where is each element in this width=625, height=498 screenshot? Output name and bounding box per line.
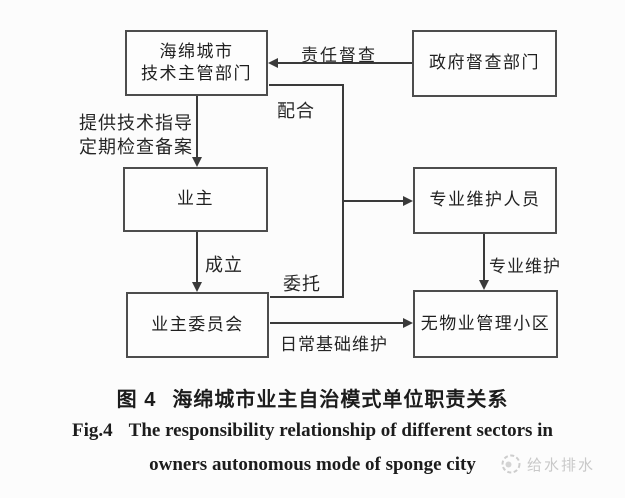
arrow-to-pro-maintainer-line: [344, 200, 404, 202]
box-professional-maintenance-staff: 专业维护人员: [413, 167, 557, 234]
figure-title-en-line2: owners autonomous mode of sponge city: [149, 454, 476, 475]
box-pro-maintainer-label: 专业维护人员: [429, 190, 541, 210]
label-cooperate: 配合: [277, 101, 315, 121]
arrow-duty-supervision-head: [268, 58, 278, 68]
figure-number-zh: 图 4: [116, 389, 157, 411]
box-owners-committee-label: 业主委员会: [151, 314, 244, 334]
box-tech-dept-line1: 海绵城市: [159, 41, 234, 61]
arrow-establish-head: [192, 282, 202, 292]
connector-cooperate-horizontal: [269, 84, 344, 86]
arrow-pro-maintenance-head: [479, 280, 489, 290]
figure-caption-zh: 图 4 海绵城市业主自治模式单位职责关系: [0, 383, 625, 412]
box-sponge-city-tech-dept: 海绵城市 技术主管部门: [125, 30, 268, 96]
box-owner-label: 业主: [177, 189, 214, 209]
box-government-supervision-dept: 政府督查部门: [412, 30, 557, 97]
arrow-duty-supervision-line: [270, 62, 412, 64]
arrow-tech-guidance-head: [192, 157, 202, 167]
box-no-property-management-community: 无物业管理小区: [413, 290, 558, 358]
label-pro-maintenance: 专业维护: [489, 257, 561, 276]
journal-watermark: 给水排水: [500, 453, 595, 475]
arrow-establish-line: [196, 232, 198, 283]
arrow-to-pro-maintainer-head: [403, 196, 413, 206]
label-tech-guidance-line1: 提供技术指导: [79, 113, 193, 133]
label-duty-supervision: 责任督查: [301, 46, 377, 65]
arrow-tech-guidance-line: [196, 96, 198, 158]
box-owner: 业主: [123, 167, 268, 232]
box-gov-dept-label: 政府督查部门: [429, 53, 540, 73]
connector-trunk-vertical: [342, 84, 344, 298]
figure-number-en: Fig.4: [72, 420, 113, 441]
label-establish: 成立: [205, 255, 243, 275]
box-tech-dept-line2: 技术主管部门: [141, 64, 252, 83]
label-entrust: 委托: [283, 274, 321, 294]
label-tech-guidance-line2: 定期检查备案: [79, 137, 193, 157]
arrow-daily-maintenance-head: [403, 318, 413, 328]
figure-title-en-line1: The responsibility relationship of diffe…: [128, 420, 553, 441]
figure-caption-en-line2: owners autonomous mode of sponge city: [0, 454, 625, 476]
figure-caption-en-line1: Fig.4 The responsibility relationship of …: [0, 420, 625, 442]
figure-title-zh: 海绵城市业主自治模式单位职责关系: [172, 389, 509, 411]
label-daily-maintenance: 日常基础维护: [280, 335, 388, 354]
box-no-property-community-label: 无物业管理小区: [420, 313, 551, 333]
arrow-pro-maintenance-line: [483, 234, 485, 281]
box-owners-committee: 业主委员会: [126, 292, 269, 358]
arrow-daily-maintenance-line: [270, 322, 404, 324]
journal-watermark-text: 给水排水: [527, 456, 596, 474]
journal-logo-icon: [500, 453, 522, 475]
connector-entrust-horizontal: [270, 296, 344, 298]
